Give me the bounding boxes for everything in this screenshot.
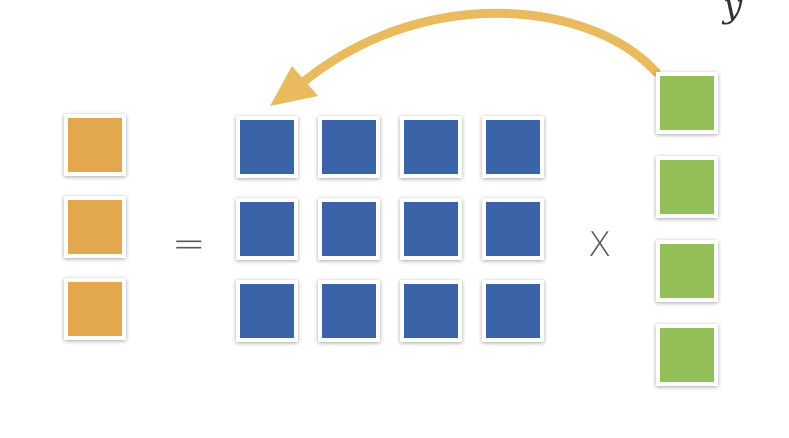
times-sign: X bbox=[588, 225, 612, 265]
input-cell bbox=[656, 240, 718, 302]
input-cell bbox=[656, 156, 718, 218]
matrix-cell bbox=[482, 280, 544, 342]
matrix-cell bbox=[318, 198, 380, 260]
input-cell bbox=[656, 72, 718, 134]
matrix-cell bbox=[236, 198, 298, 260]
arrow-head bbox=[270, 66, 318, 106]
matrix-cell bbox=[400, 280, 462, 342]
corner-glyph: y bbox=[723, 0, 743, 26]
matrix-cell bbox=[318, 280, 380, 342]
matrix-cell bbox=[400, 116, 462, 178]
matrix-cell bbox=[482, 116, 544, 178]
matrix-cell bbox=[318, 116, 380, 178]
matrix-cell bbox=[400, 198, 462, 260]
matrix-cell bbox=[482, 198, 544, 260]
input-cell bbox=[656, 324, 718, 386]
output-cell bbox=[64, 278, 126, 340]
equals-sign: = bbox=[172, 221, 206, 267]
output-cell bbox=[64, 114, 126, 176]
matrix-cell bbox=[236, 116, 298, 178]
output-cell bbox=[64, 196, 126, 258]
matrix-cell bbox=[236, 280, 298, 342]
arrow-curve bbox=[291, 8, 661, 93]
